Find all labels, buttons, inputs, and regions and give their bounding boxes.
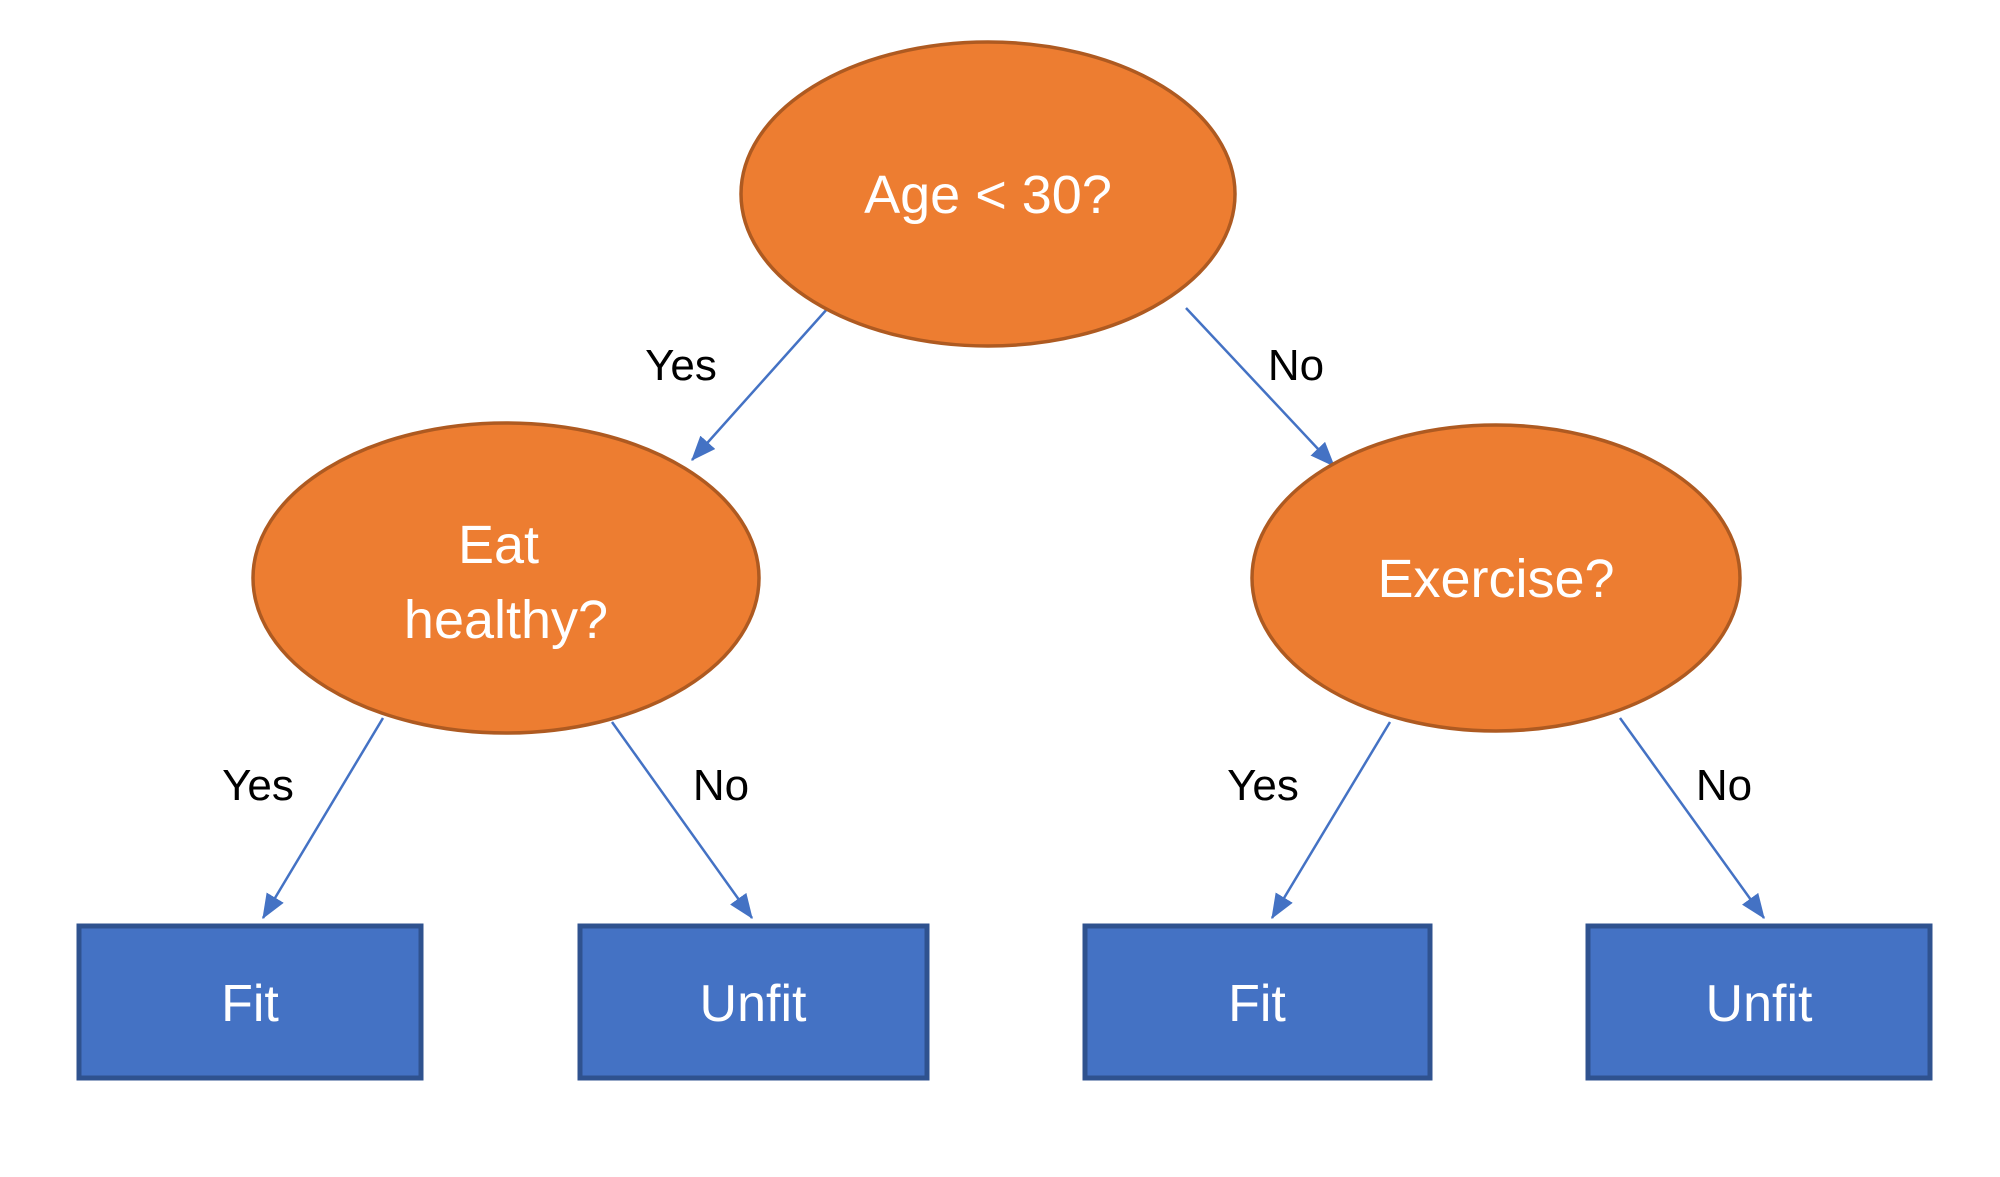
edge-label-eathealthy-no: No: [693, 761, 749, 810]
edge-root-no: [1185, 307, 1335, 467]
edge-exercise-no: [1618, 717, 1766, 920]
edge-label-root-yes: Yes: [645, 341, 717, 390]
node-age-ellipse: [739, 40, 1237, 348]
edge-label-eathealthy-yes: Yes: [222, 761, 294, 810]
node-exercise-label: Exercise?: [1377, 549, 1614, 609]
leaf-unfit-left-rect: [577, 923, 930, 1081]
node-eathealthy-label-line1: Eat: [458, 515, 539, 575]
node-eathealthy-label-line2: healthy?: [404, 590, 608, 650]
edge-eathealthy-yes: [261, 717, 385, 920]
node-exercise-ellipse: [1250, 423, 1742, 733]
edge-label-exercise-no: No: [1696, 761, 1752, 810]
node-eathealthy-label: Eat healthy?: [404, 515, 608, 650]
edge-labels-group: Yes No Yes No Yes No: [222, 341, 1752, 810]
edge-label-exercise-yes: Yes: [1227, 761, 1299, 810]
edge-exercise-yes: [1270, 721, 1392, 920]
decision-nodes-group: Age < 30? Eat healthy? Exercise?: [251, 40, 1742, 735]
edge-eathealthy-no: [610, 721, 754, 920]
edges-group: [261, 307, 1766, 920]
leaf-unfit-right-label: Unfit: [1706, 975, 1813, 1033]
leaf-fit-right-rect: [1082, 923, 1433, 1081]
node-age-label: Age < 30?: [864, 165, 1112, 225]
leaf-unfit-right-rect: [1585, 923, 1933, 1081]
leaf-fit-right-label: Fit: [1228, 975, 1286, 1033]
leaf-unfit-left-label: Unfit: [700, 975, 807, 1033]
edge-label-root-no: No: [1268, 341, 1324, 390]
node-eathealthy-ellipse: [251, 421, 761, 735]
leaf-nodes-group: Fit Unfit Fit Unfit: [76, 923, 1933, 1081]
leaf-fit-left-label: Fit: [221, 975, 279, 1033]
leaf-fit-left-rect: [76, 923, 424, 1081]
edge-root-yes: [691, 307, 829, 461]
